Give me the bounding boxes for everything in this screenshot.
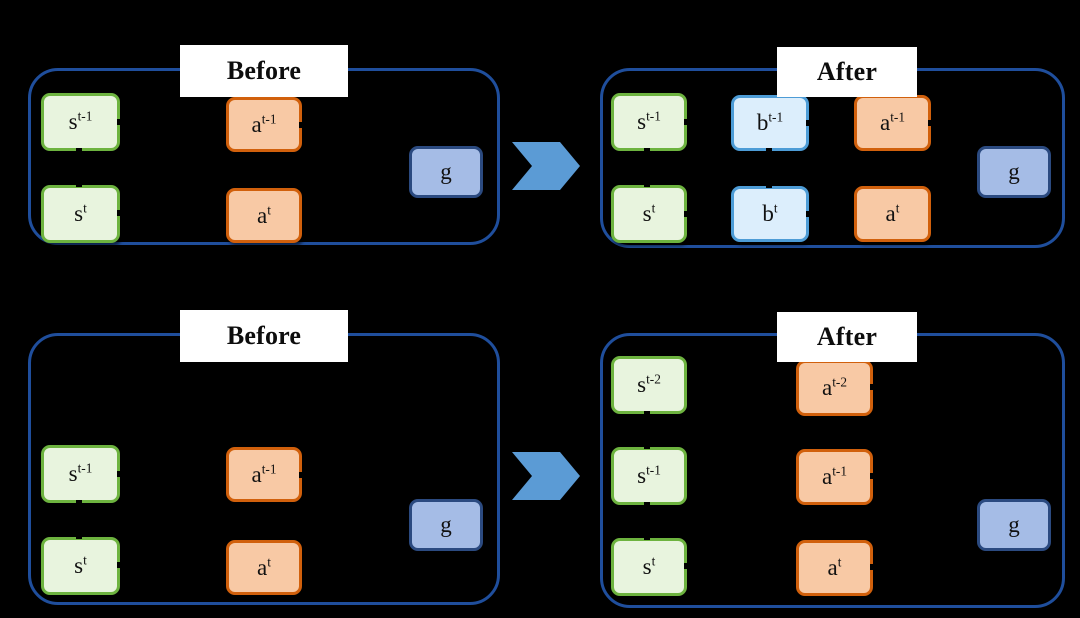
node-label: at: [257, 201, 271, 228]
connector-nub: [299, 472, 305, 478]
node-label: st-2: [637, 371, 661, 397]
node-label: g: [1008, 159, 1020, 184]
connector-nub: [870, 564, 876, 570]
connector-nub: [76, 181, 82, 187]
connector-nub: [684, 563, 690, 569]
node-label: st: [74, 552, 87, 578]
connector-nub: [789, 473, 795, 479]
node-label: at-1: [251, 460, 277, 487]
connector-nub: [870, 473, 876, 479]
connector-nub: [644, 181, 650, 187]
connector-nub: [219, 212, 225, 218]
connector-nub: [644, 411, 650, 417]
connector-nub: [117, 119, 123, 125]
node-action-a-t-bottom-after: at: [796, 540, 873, 596]
node-action-a-t-1-top-after: at-1: [854, 95, 931, 151]
node-label: st-1: [68, 108, 93, 134]
connector-nub: [76, 533, 82, 539]
connector-nub: [219, 472, 225, 478]
connector-nub: [219, 122, 225, 128]
node-label: bt: [762, 200, 778, 226]
connector-nub: [970, 169, 976, 175]
node-state-s-t-1-top-before: st-1: [41, 93, 120, 151]
node-label: at: [257, 553, 271, 580]
connector-nub: [928, 120, 934, 126]
connector-nub: [724, 120, 730, 126]
connector-nub: [789, 564, 795, 570]
panel-bottom-after-caption: After: [777, 312, 917, 362]
node-action-a-t-top-before: at: [226, 188, 302, 243]
node-label: at-1: [251, 110, 277, 137]
connector-nub: [789, 384, 795, 390]
connector-nub: [644, 148, 650, 154]
connector-nub: [644, 443, 650, 449]
connector-nub: [644, 502, 650, 508]
connector-nub: [806, 211, 812, 217]
connector-nub: [219, 564, 225, 570]
node-action-a-t-top-after: at: [854, 186, 931, 242]
node-label: st: [74, 200, 87, 226]
connector-nub: [402, 169, 408, 175]
connector-nub: [870, 384, 876, 390]
connector-nub: [766, 182, 772, 188]
node-action-a-t-bottom-before: at: [226, 540, 302, 595]
node-label: bt-1: [756, 109, 784, 135]
node-label: st-1: [68, 460, 93, 486]
node-belief-b-t-1-top-after: bt-1: [731, 95, 809, 151]
node-state-s-t-bottom-after: st: [611, 538, 687, 596]
node-label: st: [642, 200, 656, 226]
connector-nub: [766, 148, 772, 154]
transition-arrow-bottom: [512, 452, 580, 500]
connector-nub: [299, 122, 305, 128]
connector-nub: [847, 211, 853, 217]
connector-nub: [684, 211, 690, 217]
connector-nub: [644, 534, 650, 540]
connector-nub: [970, 522, 976, 528]
node-label: st: [642, 553, 656, 579]
node-label: g: [1008, 512, 1020, 537]
transition-arrow-top: [512, 142, 580, 190]
connector-nub: [76, 148, 82, 154]
node-label: at-1: [879, 109, 906, 135]
node-action-a-t-1-bottom-before: at-1: [226, 447, 302, 502]
node-label: st-1: [637, 462, 661, 488]
node-label: at-1: [821, 463, 848, 489]
node-goal-g-bottom-after: g: [977, 499, 1051, 551]
node-state-s-t-1-bottom-after: st-1: [611, 447, 687, 505]
connector-nub: [684, 119, 690, 125]
caption-text: Before: [226, 56, 302, 85]
node-state-s-t-bottom-before: st: [41, 537, 120, 595]
node-goal-g-top-after: g: [977, 146, 1051, 198]
connector-nub: [847, 120, 853, 126]
node-label: at: [885, 200, 900, 226]
panel-top-after-caption: After: [777, 47, 917, 97]
connector-nub: [806, 120, 812, 126]
caption-text: After: [816, 322, 878, 351]
connector-nub: [76, 500, 82, 506]
panel-top-before-caption: Before: [180, 45, 348, 97]
node-state-s-t-top-before: st: [41, 185, 120, 243]
connector-nub: [402, 522, 408, 528]
node-belief-b-t-top-after: bt: [731, 186, 809, 242]
node-label: at: [827, 554, 842, 580]
node-state-s-t-1-top-after: st-1: [611, 93, 687, 151]
node-state-s-t-1-bottom-before: st-1: [41, 445, 120, 503]
node-goal-g-bottom-before: g: [409, 499, 483, 551]
caption-text: Before: [226, 321, 302, 350]
node-action-a-t-1-bottom-after: at-1: [796, 449, 873, 505]
node-action-a-t-1-top-before: at-1: [226, 97, 302, 152]
caption-text: After: [816, 57, 878, 86]
connector-nub: [117, 471, 123, 477]
node-action-a-t-2-bottom-after: at-2: [796, 360, 873, 416]
node-label: g: [440, 512, 452, 537]
panel-bottom-before-caption: Before: [180, 310, 348, 362]
connector-nub: [117, 562, 123, 568]
node-state-s-t-top-after: st: [611, 185, 687, 243]
node-goal-g-top-before: g: [409, 146, 483, 198]
node-label: at-2: [821, 374, 848, 400]
node-label: st-1: [637, 108, 661, 134]
connector-nub: [117, 210, 123, 216]
node-label: g: [440, 159, 452, 184]
node-state-s-t-2-bottom-after: st-2: [611, 356, 687, 414]
